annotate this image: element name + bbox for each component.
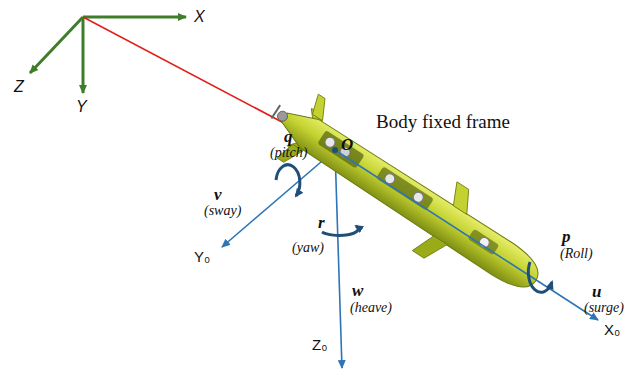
axis-label: Y <box>76 98 87 116</box>
frame-title: Body fixed frame <box>376 112 510 133</box>
rate-symbol: u <box>592 283 601 302</box>
rate-name: (pitch) <box>270 145 307 160</box>
rate-symbol: w <box>352 282 363 301</box>
rate-symbol: v <box>214 186 222 205</box>
axis-label: Z₀ <box>312 337 327 354</box>
rate-symbol: p <box>562 228 571 247</box>
rate-name: (yaw) <box>292 240 324 255</box>
origin-label: O <box>341 136 353 155</box>
rate-symbol: r <box>318 214 325 233</box>
axis-label: X₀ <box>604 322 620 339</box>
rate-name: (heave) <box>350 300 392 315</box>
axis-label: X <box>194 8 205 26</box>
axis-label: Z <box>14 78 24 96</box>
rate-name: (sway) <box>204 203 241 218</box>
rate-name: (Roll) <box>560 246 593 261</box>
axis-label: Y₀ <box>194 249 210 266</box>
rate-symbol: q <box>284 128 293 147</box>
rate-name: (surge) <box>584 300 624 315</box>
